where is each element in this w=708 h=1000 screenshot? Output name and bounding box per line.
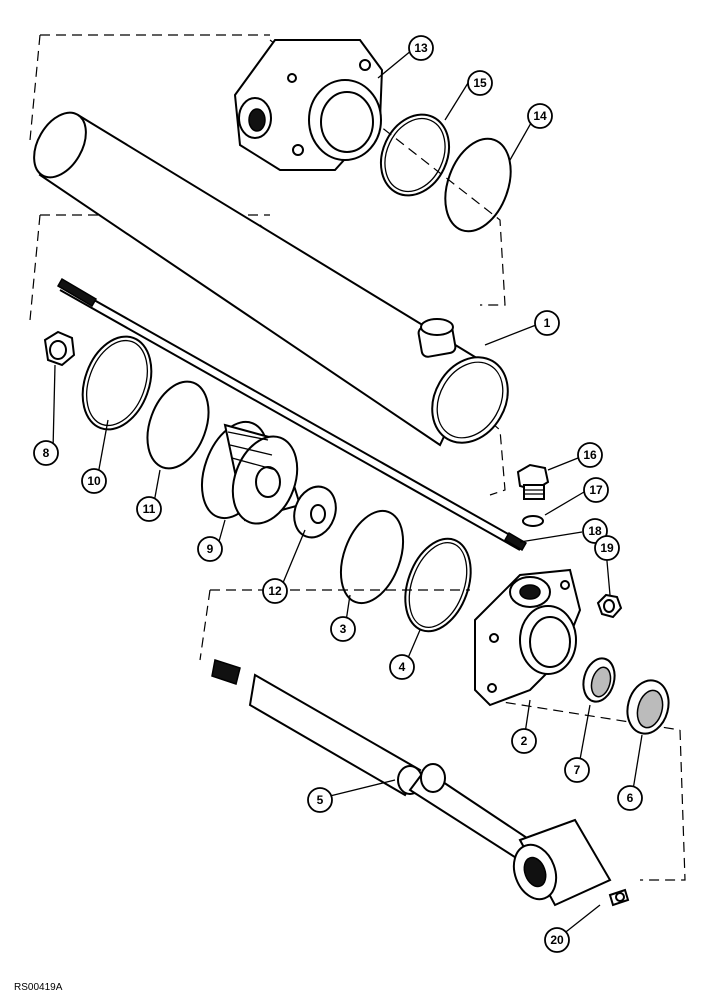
reference-code: RS00419A: [14, 982, 63, 993]
callout-11: 11: [136, 496, 162, 522]
callout-1: 1: [534, 310, 560, 336]
backup-ring: [444, 137, 512, 233]
svg-text:4: 4: [399, 660, 406, 674]
piston-o-ring: [146, 380, 210, 470]
tie-rod: [56, 277, 528, 552]
svg-text:16: 16: [583, 448, 597, 462]
svg-text:12: 12: [268, 584, 282, 598]
piston-ring: [81, 335, 153, 431]
svg-text:6: 6: [627, 791, 634, 805]
svg-text:20: 20: [550, 933, 564, 947]
callout-10: 10: [81, 468, 107, 494]
callout-15: 15: [467, 70, 493, 96]
piston: [201, 420, 302, 525]
piston-rod: [211, 659, 612, 907]
svg-text:14: 14: [533, 109, 547, 123]
large-o-ring: [379, 113, 451, 197]
callout-13: 13: [408, 35, 434, 61]
svg-text:7: 7: [574, 763, 581, 777]
svg-text:5: 5: [317, 793, 324, 807]
svg-text:9: 9: [207, 542, 214, 556]
svg-text:17: 17: [589, 483, 603, 497]
callout-18: 18: [582, 518, 608, 544]
svg-text:8: 8: [43, 446, 50, 460]
gland-o-ring: [339, 509, 405, 605]
callout-17: 17: [583, 477, 609, 503]
svg-text:18: 18: [588, 524, 602, 538]
callout-16: 16: [577, 442, 603, 468]
small-o-ring: [522, 515, 544, 527]
svg-text:13: 13: [414, 41, 428, 55]
svg-text:11: 11: [143, 502, 156, 516]
callout-19: 19: [594, 535, 620, 561]
callout-12: 12: [262, 578, 288, 604]
svg-text:1: 1: [544, 316, 551, 330]
callout-7: 7: [564, 757, 590, 783]
callout-3: 3: [330, 616, 356, 642]
svg-text:19: 19: [600, 541, 614, 555]
rod-gland-block: [474, 568, 582, 707]
plug: [516, 463, 550, 500]
gland-backup-ring: [404, 537, 472, 633]
callout-14: 14: [527, 103, 553, 129]
callout-20: 20: [544, 927, 570, 953]
svg-text:3: 3: [340, 622, 347, 636]
callout-2: 2: [511, 728, 537, 754]
callout-8: 8: [33, 440, 59, 466]
callout-4: 4: [389, 654, 415, 680]
hex-nut-small: [596, 593, 623, 619]
head-flange-block: [233, 39, 384, 171]
hex-nut-large: [43, 330, 76, 367]
barrel-tube: [33, 111, 509, 447]
callout-6: 6: [617, 785, 643, 811]
grease-fitting: [608, 888, 630, 907]
svg-text:15: 15: [473, 76, 487, 90]
svg-text:2: 2: [521, 734, 528, 748]
callout-9: 9: [197, 536, 223, 562]
svg-text:10: 10: [87, 474, 101, 488]
callout-5: 5: [307, 787, 333, 813]
